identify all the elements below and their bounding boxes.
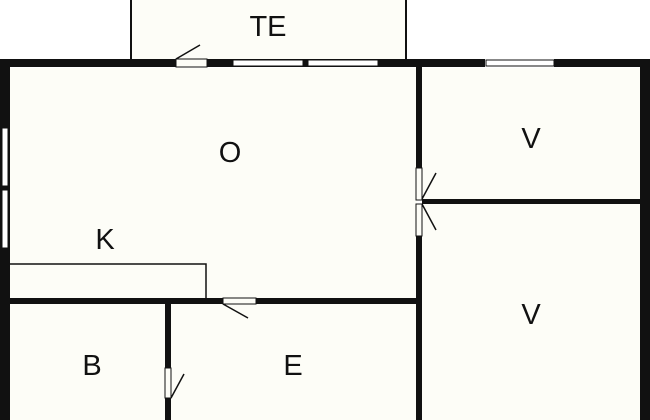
terrace-outline [130,0,407,59]
bedroom-top-door-opening [415,167,423,201]
right-wall [640,59,650,420]
windows [1,59,555,249]
top-wall-right [554,59,650,67]
center-wall-lower [416,236,422,420]
bedroom-top-door-leaf [421,172,437,200]
terrace-door-leaf [175,44,201,60]
room-label-bathroom: B [82,350,101,382]
room-label-entry: E [283,350,302,382]
room-label-terrace: TE [249,11,286,43]
center-wall-upper [416,67,422,168]
kitchen-counter [10,263,207,298]
room-label-living: O [219,137,242,169]
hall-wall-left [10,298,223,304]
bedroom-divider-wall [422,199,640,204]
bedroom-bottom-area [422,204,640,420]
terrace-area [131,0,406,60]
floor-areas [10,0,640,420]
room-label-bedroom-top: V [521,123,541,155]
bathroom-door-leaf [170,373,185,399]
bedroom-top-area [422,68,640,199]
window-top-3 [485,59,555,67]
bedroom-bottom-door-opening [415,203,423,237]
entry-door-opening [222,297,257,305]
entry-door-leaf [222,303,249,319]
living-area [10,68,417,298]
bathroom-area [10,304,165,420]
window-top-1 [232,59,304,67]
window-left-1 [1,127,9,187]
terrace-door-opening [175,58,208,68]
top-wall-left [0,59,176,67]
window-left-2 [1,189,9,249]
doors [164,44,437,399]
entry-area [171,304,417,420]
bath-wall-upper [165,304,171,368]
window-top-2 [307,59,379,67]
hall-wall-right [256,298,416,304]
bathroom-door-opening [164,367,172,399]
bedroom-bottom-door-leaf [421,203,437,231]
room-label-kitchen: K [95,224,115,256]
bath-wall-lower [165,398,171,420]
room-label-bedroom-bottom: V [521,299,541,331]
